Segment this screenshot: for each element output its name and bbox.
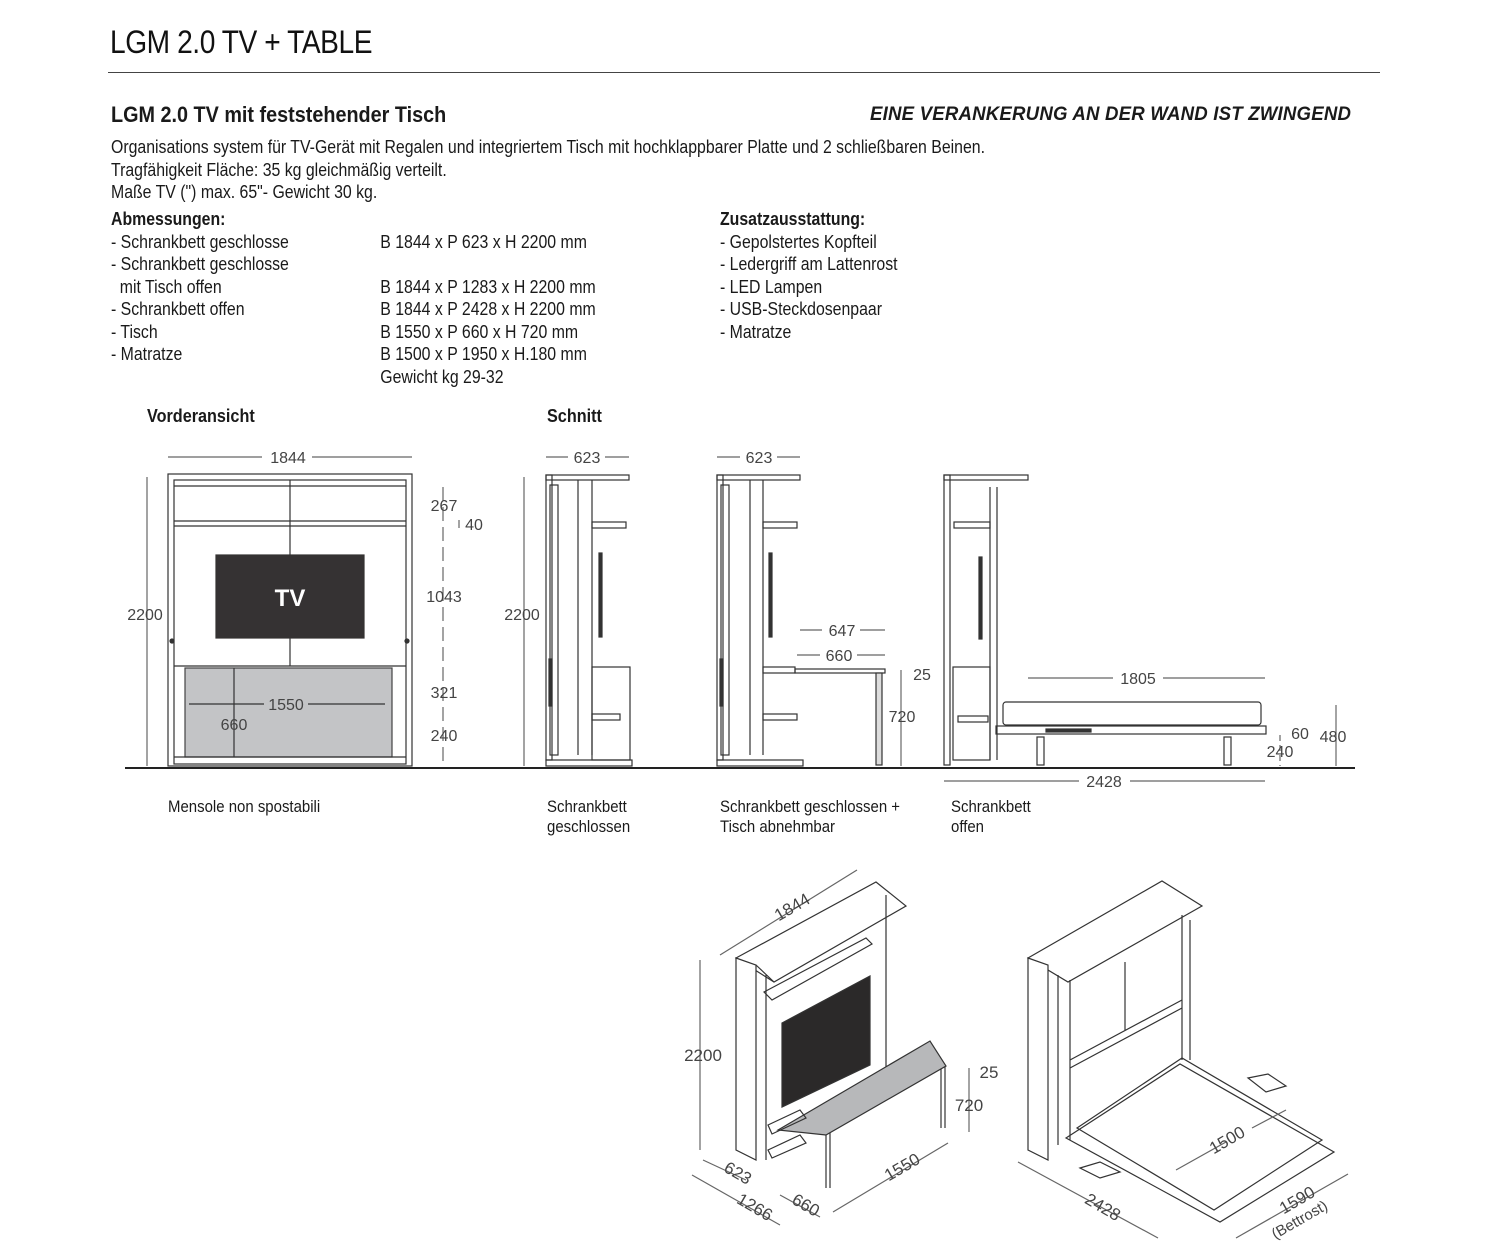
dimensions-heading: Abmessungen: [111,209,226,229]
svg-text:623: 623 [721,1158,755,1189]
extras-item: - Ledergriff am Lattenrost [720,254,898,274]
orthographic-drawings: 1844 2200 267 40 1043 321 240 1550 660 6… [125,450,1355,790]
section-closed-drawing [523,456,633,767]
page-title: LGM 2.0 TV + TABLE [110,24,373,60]
svg-text:25: 25 [913,667,931,684]
dim-shelf: 40 [465,517,483,534]
dim-width: 1844 [270,450,306,467]
wall-anchor-warning: EINE VERANKERUNG AN DER WAND IST ZWINGEN… [870,104,1352,125]
extras-item: - USB-Steckdosenpaar [720,299,883,319]
title-divider [108,72,1380,73]
description-line: Tragfähigkeit Fläche: 35 kg gleichmäßig … [111,159,447,180]
dim-table-depth: 660 [221,717,248,734]
section-table-drawing [716,456,902,767]
product-description: Organisations system für TV-Gerät mit Re… [111,136,985,204]
svg-text:623: 623 [574,450,601,467]
extras-item: - LED Lampen [720,276,823,297]
dim-lower: 321 [431,685,458,702]
extras-block: Zusatzausstattung: - Gepolstertes Kopfte… [720,208,898,343]
dim-table-width: 1550 [268,697,304,714]
extras-item: - Gepolstertes Kopfteil [720,231,877,252]
svg-text:720: 720 [955,1096,983,1115]
section-view-heading: Schnitt [547,406,602,426]
svg-text:623: 623 [746,450,773,467]
tv-label: TV [275,585,306,612]
iso-table-drawing [691,869,970,1226]
svg-text:720: 720 [889,709,916,726]
dim-top: 267 [431,498,458,515]
svg-text:2200: 2200 [504,607,540,624]
description-line: Organisations system für TV-Gerät mit Re… [111,137,985,157]
section-closed-caption: Schrankbett geschlossen [547,797,631,836]
dimension-row: Gewicht kg 29-32 [380,366,504,387]
svg-text:660: 660 [826,648,853,665]
svg-text:1500: 1500 [1206,1123,1248,1158]
isometric-drawings: 1844 2200 25 720 623 1266 660 1550 1500 … [684,869,1349,1243]
section-open-caption: Schrankbett offen [951,797,1031,836]
front-view-drawing [146,456,460,767]
svg-text:2200: 2200 [684,1046,722,1065]
dim-height: 2200 [127,607,163,624]
svg-text:240: 240 [1267,744,1294,761]
dim-middle: 1043 [426,589,462,606]
svg-text:25: 25 [980,1063,999,1082]
svg-text:480: 480 [1320,729,1347,746]
svg-text:647: 647 [829,623,856,640]
svg-text:1805: 1805 [1120,671,1156,688]
svg-text:1550: 1550 [881,1150,923,1185]
svg-text:2428: 2428 [1082,1190,1124,1225]
iso-bed-drawing [1017,880,1349,1239]
svg-text:2428: 2428 [1086,774,1122,790]
front-view-caption: Mensole non spostabili [168,797,321,816]
front-view-heading: Vorderansicht [147,406,255,426]
extras-item: - Matratze [720,321,792,342]
product-subtitle: LGM 2.0 TV mit feststehender Tisch [111,102,447,127]
section-table-caption: Schrankbett geschlossen + Tisch abnehmba… [720,797,901,836]
extras-heading: Zusatzausstattung: [720,209,866,229]
description-line: Maße TV (") max. 65"- Gewicht 30 kg. [111,182,378,202]
svg-text:60: 60 [1291,726,1309,743]
dim-bottom: 240 [431,728,458,745]
section-open-drawing [943,474,1337,782]
dimension-row: - Schrankbett geschlosse [111,254,289,274]
